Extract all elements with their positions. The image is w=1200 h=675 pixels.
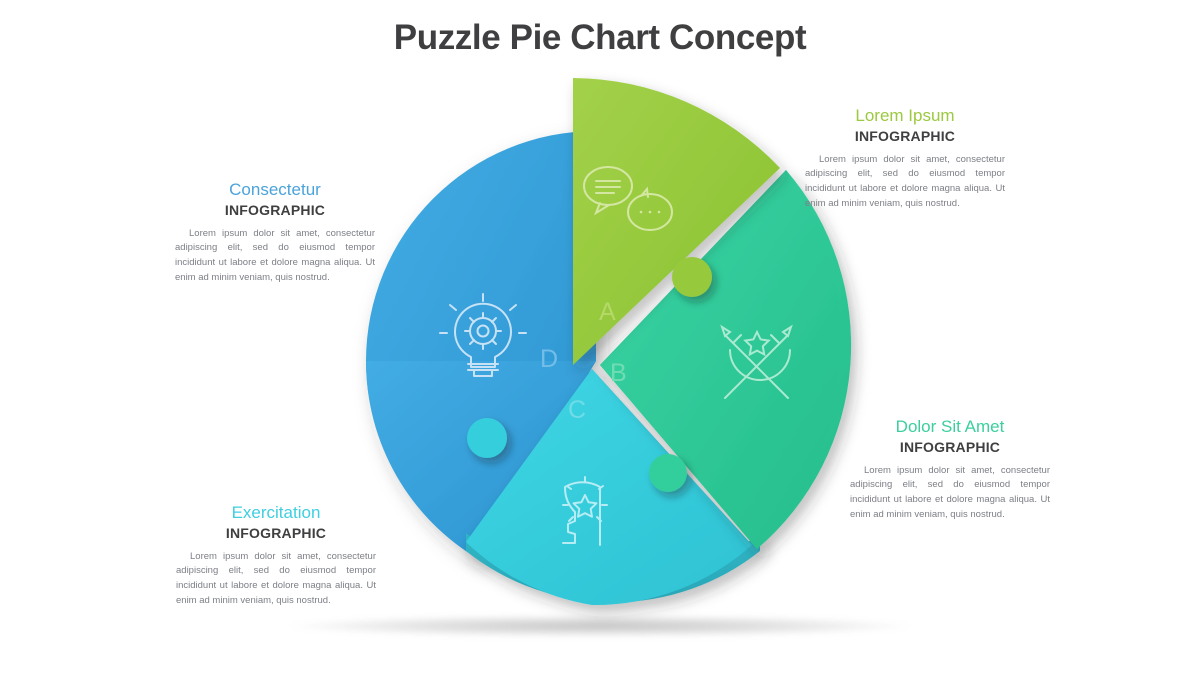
segment-b-dolor-sit-amet[interactable]: [600, 170, 852, 549]
callout-title: Dolor Sit Amet: [895, 417, 1005, 436]
segment-letter-c: C: [568, 396, 586, 424]
callout-body: Lorem ipsum dolor sit amet, consectetur …: [805, 153, 1005, 209]
segment-letter-b: B: [610, 359, 627, 387]
callout-consectetur: Consectetur INFOGRAPHIC Lorem ipsum dolo…: [175, 180, 375, 285]
callout-subtitle: INFOGRAPHIC: [225, 524, 327, 541]
segment-a-lorem-ipsum[interactable]: [573, 78, 780, 365]
callout-title: Exercitation: [231, 503, 321, 522]
callout-body: Lorem ipsum dolor sit amet, consectetur …: [175, 227, 375, 283]
pencil-wand-icon: [720, 324, 793, 399]
callout-body: Lorem ipsum dolor sit amet, consectetur …: [850, 464, 1050, 520]
puzzle-tab-teal: [649, 454, 687, 492]
puzzle-tab-cyan: [467, 418, 507, 458]
callout-subtitle: INFOGRAPHIC: [224, 201, 326, 218]
page-title: Puzzle Pie Chart Concept: [393, 18, 807, 57]
callout-title: Consectetur: [229, 180, 321, 199]
segment-letter-a: A: [599, 298, 616, 326]
callout-exercitation: Exercitation INFOGRAPHIC Lorem ipsum dol…: [176, 503, 376, 608]
chart-ground-shadow: [290, 615, 910, 637]
head-idea-icon: [562, 476, 608, 546]
callout-subtitle: INFOGRAPHIC: [854, 127, 956, 144]
callout-title: Lorem Ipsum: [855, 106, 955, 125]
callout-lorem-ipsum: Lorem Ipsum INFOGRAPHIC Lorem ipsum dolo…: [805, 106, 1005, 211]
puzzle-tab-green: [672, 257, 712, 297]
segment-letter-d: D: [540, 345, 558, 373]
segment-c-exercitation[interactable]: [466, 369, 760, 606]
callout-dolor-sit-amet: Dolor Sit Amet INFOGRAPHIC Lorem ipsum d…: [850, 417, 1050, 522]
chat-bubbles-icon: [583, 166, 674, 231]
callout-body: Lorem ipsum dolor sit amet, consectetur …: [176, 550, 376, 606]
callout-subtitle: INFOGRAPHIC: [899, 438, 1001, 455]
lightbulb-gear-icon: [439, 293, 527, 377]
